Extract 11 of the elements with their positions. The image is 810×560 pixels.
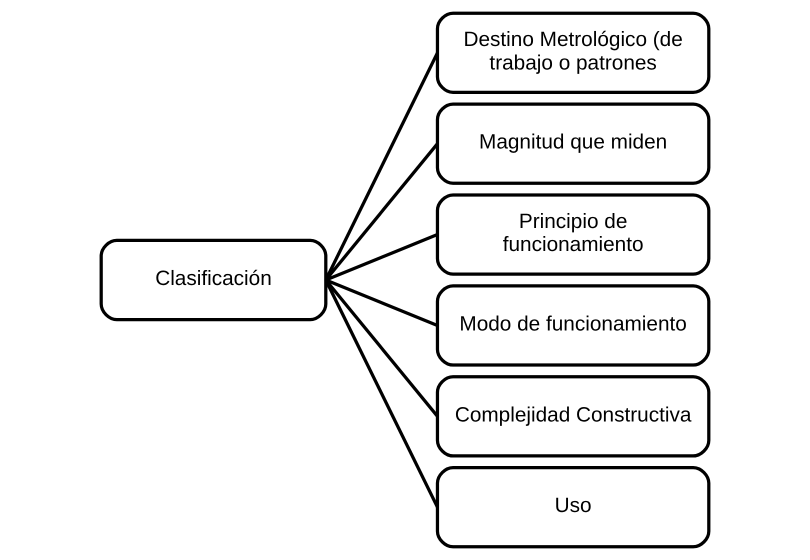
- node-box: Principio de funcionamiento: [436, 193, 710, 276]
- node-box: Clasificación: [100, 238, 328, 322]
- connector: [325, 233, 438, 282]
- node-box: Complejidad Constructiva: [436, 375, 710, 458]
- node-box: Uso: [436, 466, 710, 548]
- node-box: Modo de funcionamiento: [436, 284, 710, 367]
- connector: [324, 52, 439, 281]
- connector: [325, 278, 438, 327]
- node-box: Magnitud que miden: [436, 102, 710, 185]
- node-box: Destino Metrológico (de trabajo o patrones: [436, 12, 710, 94]
- connector: [324, 279, 439, 508]
